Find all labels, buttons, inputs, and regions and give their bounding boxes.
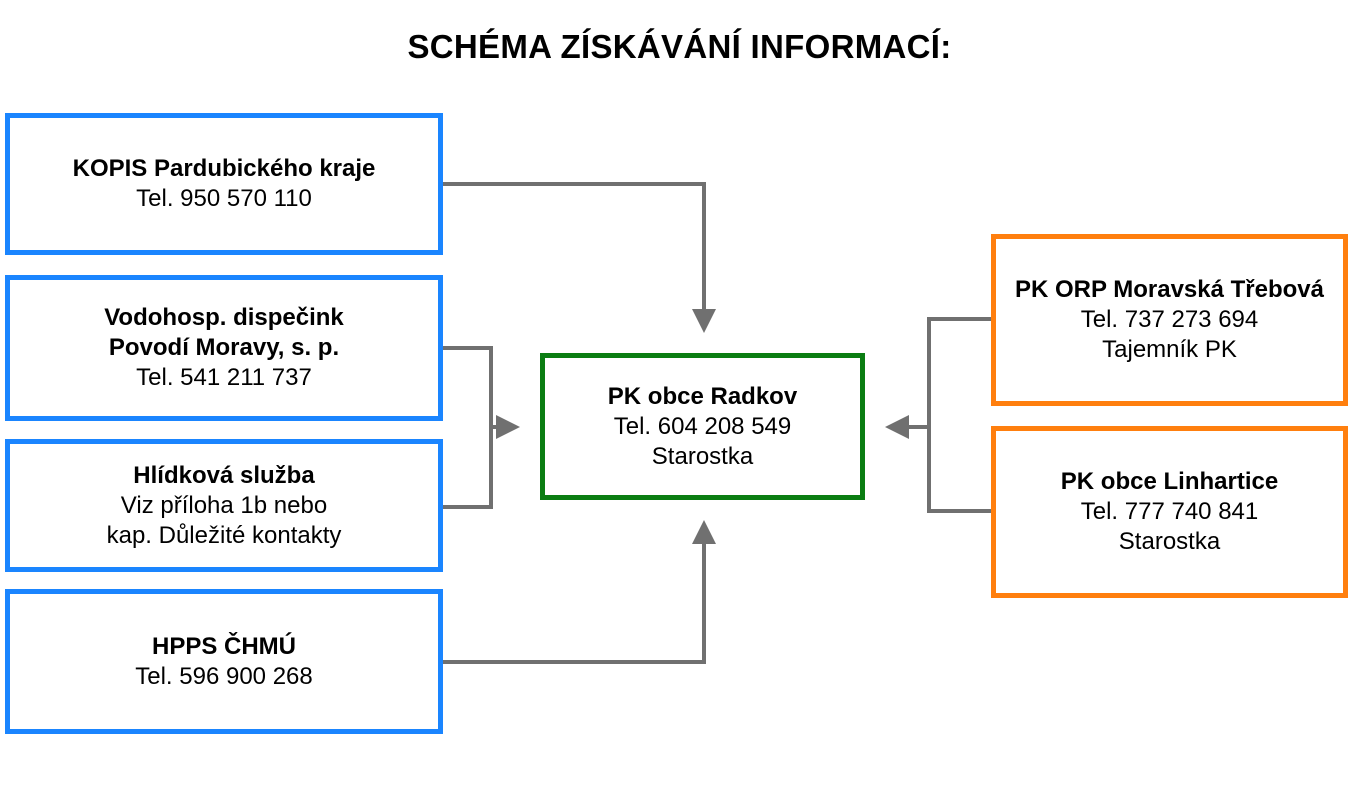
arrow-hpps-to-radkov [443, 520, 716, 664]
node-hlidkova-note-line2: kap. Důležité kontakty [106, 521, 342, 549]
node-hlidkova-name: Hlídková služba [133, 461, 315, 489]
node-orp-phone: Tel. 737 273 694 [1080, 306, 1259, 333]
node-orp-role: Tajemník PK [1102, 336, 1237, 363]
node-linhartice-name: PK obce Linhartice [1060, 468, 1279, 495]
node-hlidkova: Hlídková služba Viz příloha 1b nebo kap.… [5, 439, 443, 572]
node-kopis-phone: Tel. 950 570 110 [136, 185, 312, 212]
node-radkov-name: PK obce Radkov [607, 382, 798, 410]
node-hpps-phone: Tel. 596 900 268 [135, 662, 313, 690]
node-linhartice-phone: Tel. 777 740 841 [1080, 498, 1259, 525]
node-radkov-role: Starostka [651, 442, 754, 470]
node-kopis-name: KOPIS Pardubického kraje [72, 155, 376, 182]
node-linhartice-role: Starostka [1118, 528, 1221, 555]
arrow-kopis-to-radkov [443, 182, 716, 333]
bracket-vodohosp-hlidkova [443, 346, 493, 509]
node-vodohosp-name-line1: Vodohosp. dispečink [104, 304, 344, 331]
node-hlidkova-note-line1: Viz příloha 1b nebo [120, 491, 328, 519]
diagram-title: SCHÉMA ZÍSKÁVÁNÍ INFORMACÍ: [407, 28, 952, 65]
node-linhartice: PK obce Linhartice Tel. 777 740 841 Star… [991, 426, 1348, 598]
node-hpps-name: HPPS ČHMÚ [151, 632, 296, 660]
node-vodohosp-name-line2: Povodí Moravy, s. p. [108, 334, 340, 361]
node-orp: PK ORP Moravská Třebová Tel. 737 273 694… [991, 234, 1348, 406]
node-radkov: PK obce Radkov Tel. 604 208 549 Starostk… [540, 353, 865, 500]
bracket-orp-linhartice [927, 317, 991, 513]
node-orp-name: PK ORP Moravská Třebová [1014, 276, 1324, 303]
node-radkov-phone: Tel. 604 208 549 [613, 412, 792, 440]
node-vodohosp: Vodohosp. dispečink Povodí Moravy, s. p.… [5, 275, 443, 421]
node-hpps: HPPS ČHMÚ Tel. 596 900 268 [5, 589, 443, 734]
node-vodohosp-phone: Tel. 541 211 737 [136, 364, 312, 391]
node-kopis: KOPIS Pardubického kraje Tel. 950 570 11… [5, 113, 443, 255]
